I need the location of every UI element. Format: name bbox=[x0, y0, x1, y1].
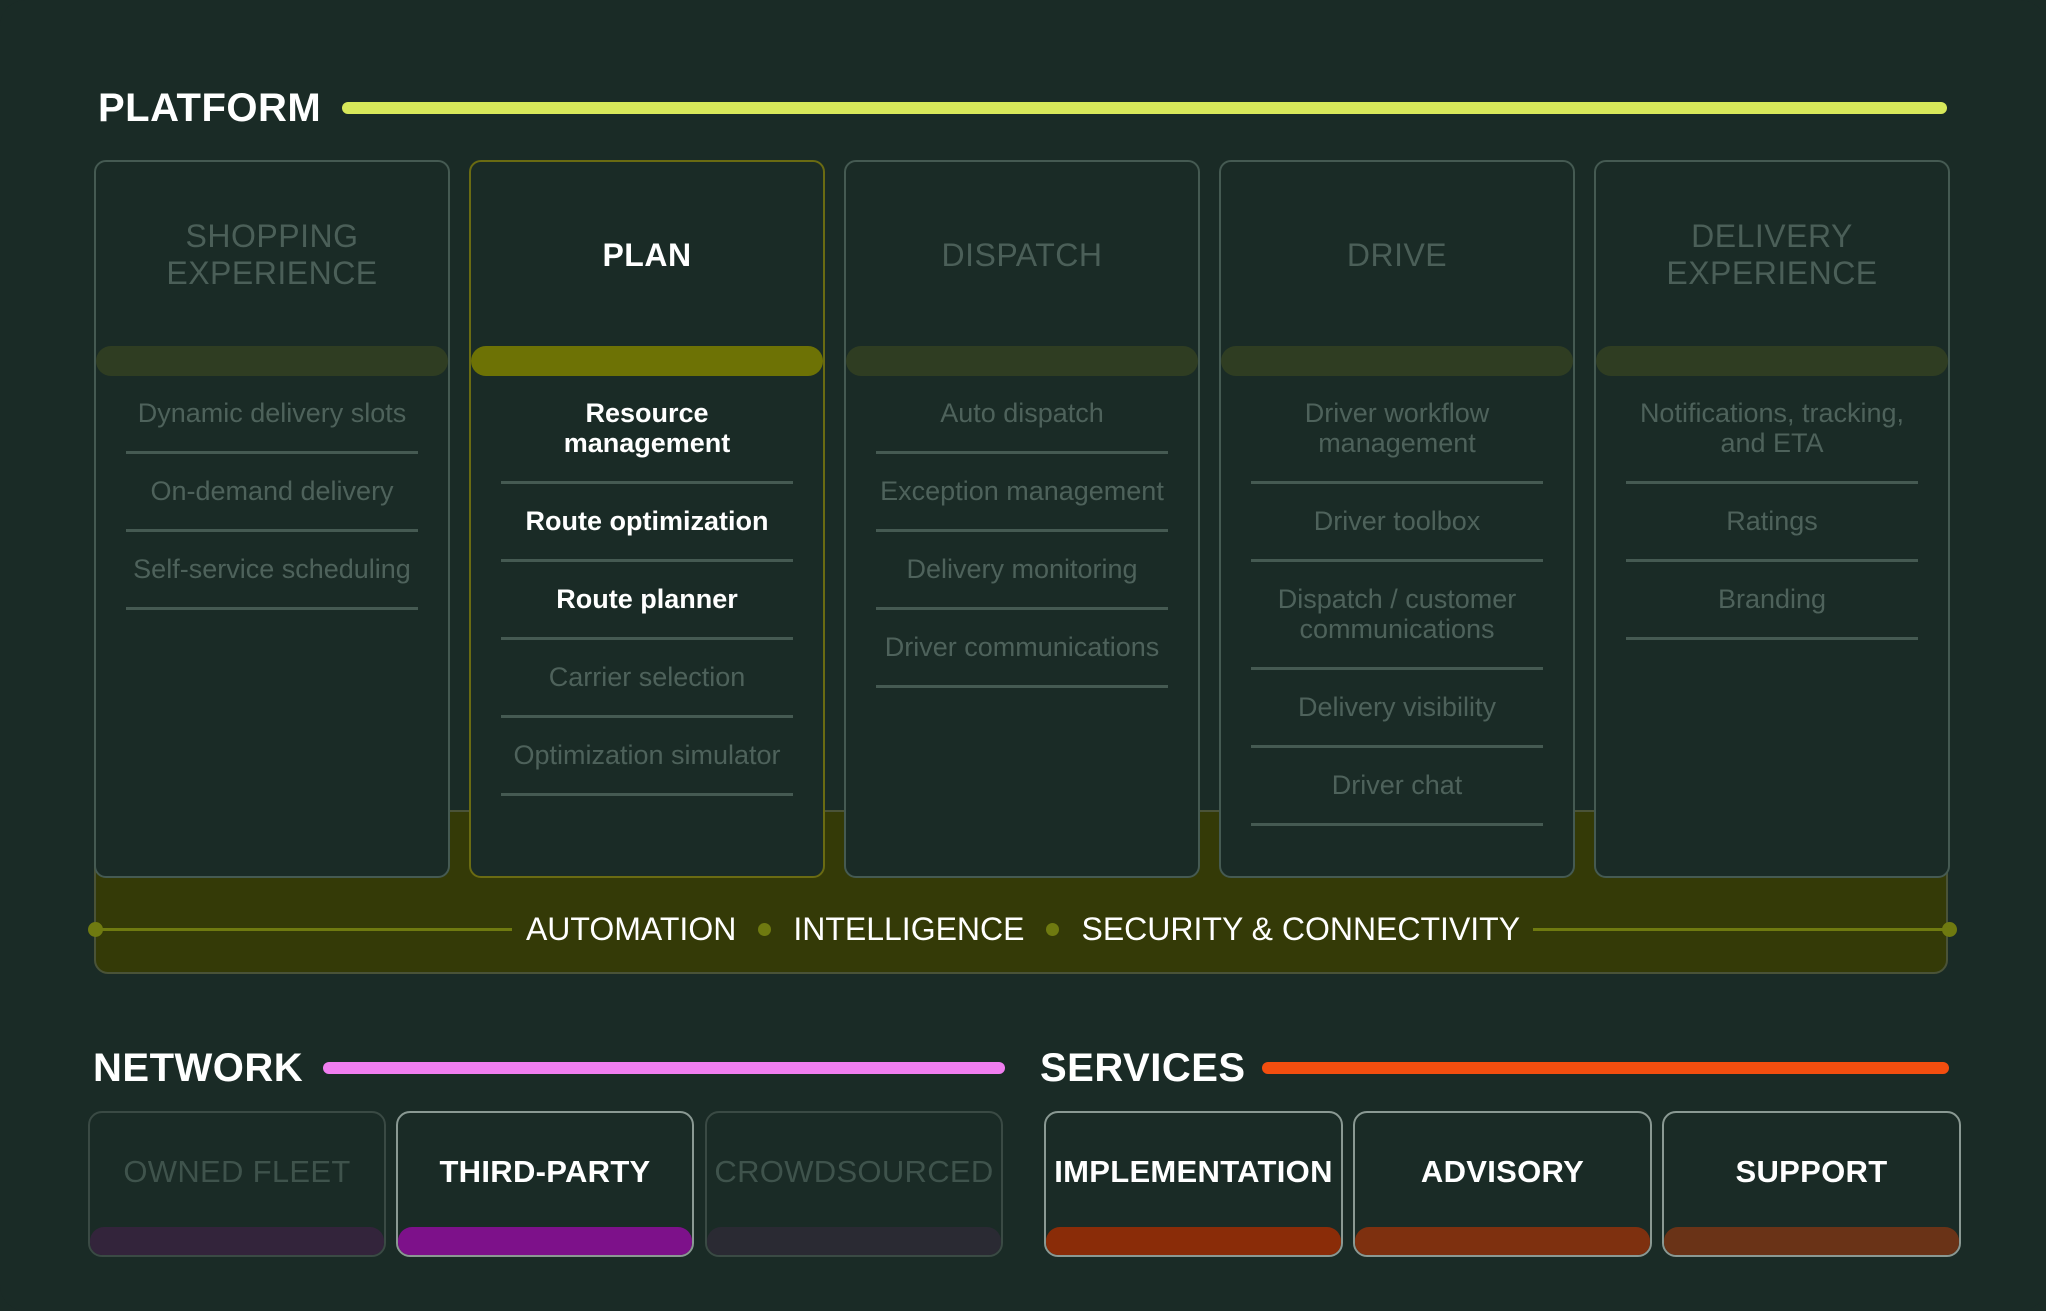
column-item: Carrier selection bbox=[501, 640, 793, 718]
foundation-labels: AUTOMATION INTELLIGENCE SECURITY & CONNE… bbox=[0, 907, 2046, 951]
foundation-dot-left bbox=[88, 922, 103, 937]
column-item: Resource management bbox=[501, 376, 793, 484]
column-item: Delivery monitoring bbox=[876, 532, 1168, 610]
column-title: DELIVERY EXPERIENCE bbox=[1666, 218, 1878, 291]
column-item: Driver communications bbox=[876, 610, 1168, 688]
column-item: Driver toolbox bbox=[1251, 484, 1543, 562]
foundation-separator-dot bbox=[758, 922, 772, 936]
column-item: Optimization simulator bbox=[501, 718, 793, 796]
column-item: Notifications, tracking, and ETA bbox=[1626, 376, 1918, 484]
network-title: NETWORK bbox=[93, 1046, 304, 1090]
column-item: Delivery visibility bbox=[1251, 670, 1543, 748]
card-strip bbox=[1355, 1227, 1650, 1255]
column-pill bbox=[1221, 346, 1573, 376]
column-item: Driver chat bbox=[1251, 748, 1543, 826]
platform-title: PLATFORM bbox=[98, 86, 322, 130]
services-card-advisory: ADVISORY bbox=[1353, 1111, 1652, 1257]
card-label: THIRD-PARTY bbox=[439, 1153, 651, 1189]
column-item: Route optimization bbox=[501, 484, 793, 562]
column-items: Dynamic delivery slots On-demand deliver… bbox=[96, 376, 448, 610]
column-item: On-demand delivery bbox=[126, 454, 418, 532]
card-strip bbox=[90, 1227, 384, 1255]
card-label: CROWDSOURCED bbox=[714, 1153, 994, 1189]
column-item: Driver workflow management bbox=[1251, 376, 1543, 484]
card-strip bbox=[398, 1227, 692, 1255]
column-items: Notifications, tracking, and ETA Ratings… bbox=[1596, 376, 1948, 640]
foundation-line-right bbox=[1533, 928, 1948, 931]
column-title: DISPATCH bbox=[941, 236, 1103, 273]
column-pill bbox=[96, 346, 448, 376]
column-title: DRIVE bbox=[1346, 236, 1448, 273]
column-plan: PLAN Resource management Route optimizat… bbox=[469, 160, 825, 878]
column-items: Resource management Route optimization R… bbox=[471, 376, 823, 796]
column-pill bbox=[471, 346, 823, 376]
foundation-line-left bbox=[96, 928, 512, 931]
column-item: Route planner bbox=[501, 562, 793, 640]
column-item: Dynamic delivery slots bbox=[126, 376, 418, 454]
foundation-label-automation: AUTOMATION bbox=[525, 910, 737, 947]
network-accent-line bbox=[323, 1062, 1005, 1074]
card-strip bbox=[1664, 1227, 1959, 1255]
column-items: Auto dispatch Exception management Deliv… bbox=[846, 376, 1198, 688]
column-item: Self-service scheduling bbox=[126, 532, 418, 610]
card-strip bbox=[1046, 1227, 1341, 1255]
services-title: SERVICES bbox=[1040, 1046, 1246, 1090]
column-item: Dispatch / customer communications bbox=[1251, 562, 1543, 670]
column-title: PLAN bbox=[602, 236, 692, 273]
foundation-label-security: SECURITY & CONNECTIVITY bbox=[1081, 910, 1521, 947]
card-label: OWNED FLEET bbox=[123, 1153, 351, 1189]
column-shopping-experience: SHOPPING EXPERIENCE Dynamic delivery slo… bbox=[94, 160, 450, 878]
network-card-owned-fleet: OWNED FLEET bbox=[88, 1111, 386, 1257]
column-drive: DRIVE Driver workflow management Driver … bbox=[1219, 160, 1575, 878]
card-label: IMPLEMENTATION bbox=[1054, 1153, 1333, 1189]
column-item: Branding bbox=[1626, 562, 1918, 640]
foundation-dot-right bbox=[1942, 922, 1957, 937]
foundation-label-intelligence: INTELLIGENCE bbox=[793, 910, 1025, 947]
column-pill bbox=[846, 346, 1198, 376]
services-card-implementation: IMPLEMENTATION bbox=[1044, 1111, 1343, 1257]
column-items: Driver workflow management Driver toolbo… bbox=[1221, 376, 1573, 826]
column-title: SHOPPING EXPERIENCE bbox=[166, 218, 378, 291]
platform-accent-line bbox=[342, 102, 1947, 114]
services-card-support: SUPPORT bbox=[1662, 1111, 1961, 1257]
column-dispatch: DISPATCH Auto dispatch Exception managem… bbox=[844, 160, 1200, 878]
foundation-separator-dot bbox=[1046, 922, 1060, 936]
card-strip bbox=[707, 1227, 1001, 1255]
column-item: Exception management bbox=[876, 454, 1168, 532]
column-pill bbox=[1596, 346, 1948, 376]
column-item: Auto dispatch bbox=[876, 376, 1168, 454]
network-card-third-party: THIRD-PARTY bbox=[396, 1111, 694, 1257]
services-accent-line bbox=[1262, 1062, 1949, 1074]
card-label: SUPPORT bbox=[1735, 1153, 1888, 1189]
card-label: ADVISORY bbox=[1420, 1153, 1585, 1189]
column-item: Ratings bbox=[1626, 484, 1918, 562]
column-delivery-experience: DELIVERY EXPERIENCE Notifications, track… bbox=[1594, 160, 1950, 878]
network-card-crowdsourced: CROWDSOURCED bbox=[705, 1111, 1003, 1257]
